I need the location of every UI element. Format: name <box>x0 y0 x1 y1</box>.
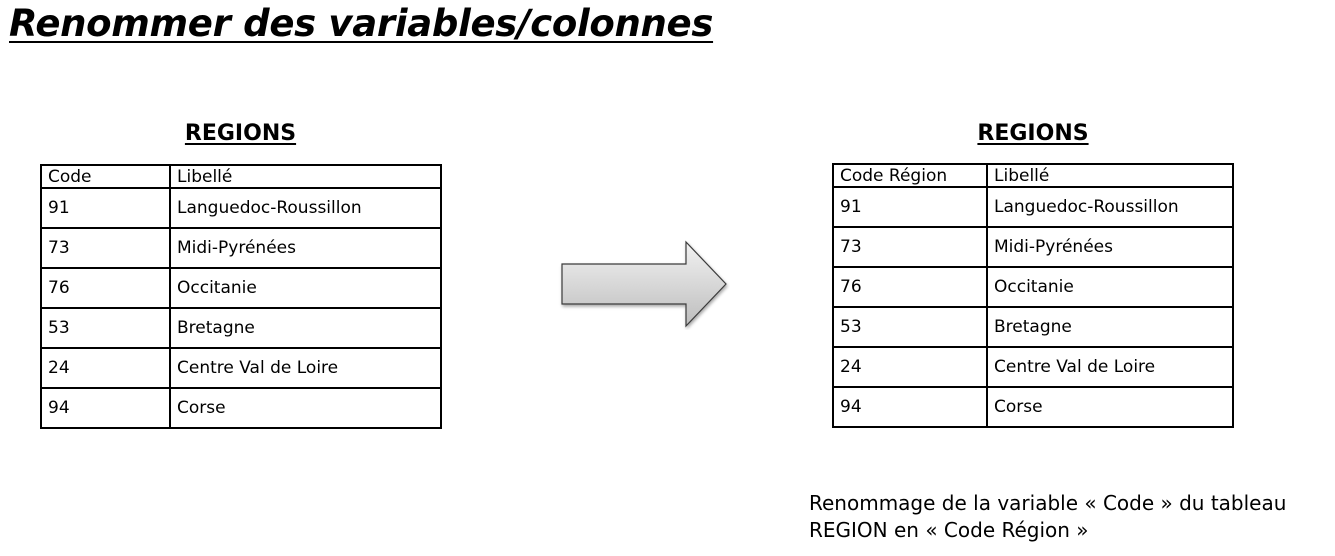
right-table: Code Région Libellé 91 Languedoc-Roussil… <box>832 163 1234 428</box>
code-cell: 73 <box>832 226 988 268</box>
table-row: 94 Corse <box>832 386 1234 428</box>
table-header-row: Code Région Libellé <box>832 163 1234 188</box>
code-cell: 91 <box>832 186 988 228</box>
table-row: 53 Bretagne <box>832 306 1234 348</box>
caption: Renommage de la variable « Code » du tab… <box>809 490 1286 544</box>
libelle-cell: Centre Val de Loire <box>986 346 1234 388</box>
libelle-cell: Corse <box>169 387 442 429</box>
code-cell: 24 <box>40 347 171 389</box>
code-cell: 94 <box>40 387 171 429</box>
libelle-cell: Occitanie <box>986 266 1234 308</box>
code-cell: 94 <box>832 386 988 428</box>
code-cell: 53 <box>832 306 988 348</box>
table-row: 73 Midi-Pyrénées <box>832 226 1234 268</box>
libelle-cell: Centre Val de Loire <box>169 347 442 389</box>
libelle-cell: Languedoc-Roussillon <box>986 186 1234 228</box>
code-cell: 53 <box>40 307 171 349</box>
code-cell: 76 <box>40 267 171 309</box>
header-cell-code: Code <box>40 164 171 189</box>
table-row: 73 Midi-Pyrénées <box>40 227 442 269</box>
table-row: 91 Languedoc-Roussillon <box>832 186 1234 228</box>
libelle-cell: Languedoc-Roussillon <box>169 187 442 229</box>
header-cell-libelle: Libellé <box>986 163 1234 188</box>
table-row: 24 Centre Val de Loire <box>832 346 1234 388</box>
table-row: 24 Centre Val de Loire <box>40 347 442 389</box>
header-cell-libelle: Libellé <box>169 164 442 189</box>
table-row: 91 Languedoc-Roussillon <box>40 187 442 229</box>
table-row: 76 Occitanie <box>832 266 1234 308</box>
right-arrow-icon <box>561 240 727 328</box>
table-row: 53 Bretagne <box>40 307 442 349</box>
left-table-title: REGIONS <box>184 121 297 146</box>
table-row: 94 Corse <box>40 387 442 429</box>
libelle-cell: Occitanie <box>169 267 442 309</box>
code-cell: 24 <box>832 346 988 388</box>
code-cell: 73 <box>40 227 171 269</box>
caption-line-2: REGION en « Code Région » <box>809 518 1089 542</box>
code-cell: 91 <box>40 187 171 229</box>
header-cell-code-region: Code Région <box>832 163 988 188</box>
code-cell: 76 <box>832 266 988 308</box>
caption-line-1: Renommage de la variable « Code » du tab… <box>809 491 1287 515</box>
libelle-cell: Bretagne <box>986 306 1234 348</box>
table-header-row: Code Libellé <box>40 164 442 189</box>
left-table: Code Libellé 91 Languedoc-Roussillon 73 … <box>40 164 442 429</box>
table-row: 76 Occitanie <box>40 267 442 309</box>
libelle-cell: Corse <box>986 386 1234 428</box>
libelle-cell: Midi-Pyrénées <box>986 226 1234 268</box>
page-title: Renommer des variables/colonnes <box>9 2 714 45</box>
libelle-cell: Bretagne <box>169 307 442 349</box>
libelle-cell: Midi-Pyrénées <box>169 227 442 269</box>
right-table-title: REGIONS <box>977 121 1089 146</box>
